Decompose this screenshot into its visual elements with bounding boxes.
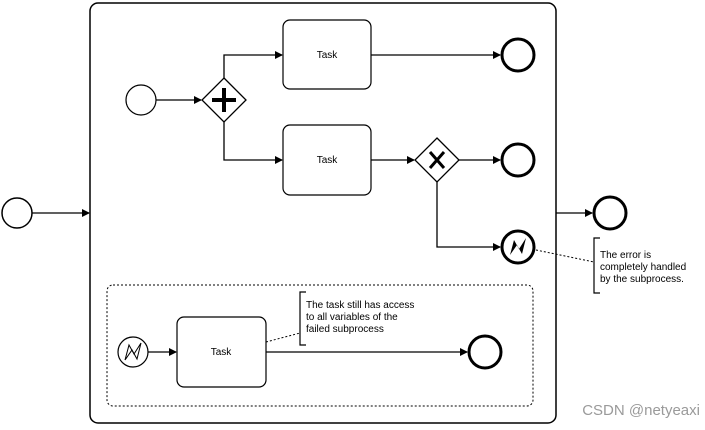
inner-start-event[interactable] [125, 84, 157, 116]
flow-exclusive-to-error-end[interactable] [436, 182, 501, 251]
task-middle[interactable]: Task [282, 124, 372, 196]
flow-parallel-to-top-task[interactable] [223, 51, 283, 78]
error-start-event[interactable] [117, 336, 149, 368]
end-event-middle[interactable] [500, 142, 536, 178]
annotation-variables-access[interactable]: The task still has access to all variabl… [265, 291, 417, 346]
annotation-variables-access-text: The task still has access to all variabl… [306, 300, 417, 335]
task-top[interactable]: Task [282, 19, 372, 90]
annotation-error-handled[interactable]: The error is completely handled by the s… [535, 237, 689, 294]
outer-end-event[interactable] [592, 195, 628, 231]
task-event-subprocess[interactable]: Task [176, 316, 267, 388]
task-event-subprocess-label: Task [211, 347, 233, 358]
end-event-top[interactable] [500, 37, 536, 73]
error-end-event[interactable] [500, 229, 536, 265]
event-subprocess[interactable] [106, 284, 534, 407]
watermark: CSDN @netyeaxi [582, 402, 700, 419]
flow-parallel-to-middle-task[interactable] [223, 122, 283, 164]
outer-start-event[interactable] [1, 197, 33, 229]
task-top-label: Task [317, 50, 339, 61]
parallel-gateway[interactable] [201, 77, 247, 123]
annotation-error-handled-text: The error is completely handled by the s… [600, 250, 689, 285]
task-middle-label: Task [317, 155, 339, 166]
end-event-event-subprocess[interactable] [467, 334, 503, 370]
error-icon [510, 238, 526, 255]
error-icon [124, 342, 142, 361]
